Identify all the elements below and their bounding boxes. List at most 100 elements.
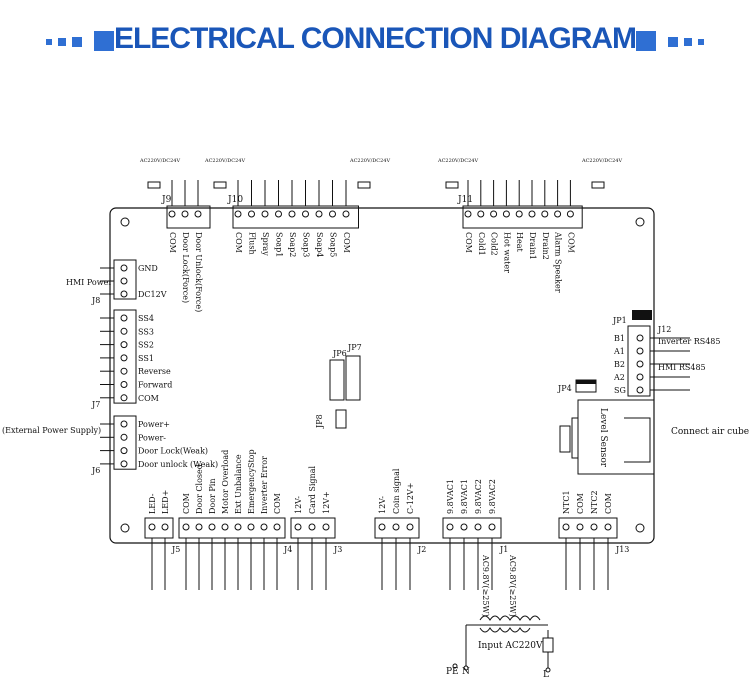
j8-side-label: HMI Power [66,278,112,287]
pin-label: NTC2 [590,490,599,514]
mount-hole [635,523,645,533]
pin-label: COM [138,394,159,403]
pin-label: Soap5 [329,232,338,257]
pin-label: COM [604,493,613,514]
terminal [234,523,242,531]
pin-label: Heat [515,232,524,252]
j5-housing [144,517,174,539]
pin-label: Drain2 [541,232,550,260]
pin-label: Inverter Error [260,456,269,514]
ground-n-label: N [462,667,470,677]
decor-square [46,39,52,45]
j5-name: J5 [171,545,180,554]
supply-label: AC220V/DC24V [581,158,622,164]
pin-label: A2 [613,373,625,382]
j4-housing [178,517,286,539]
terminal [294,523,302,531]
pin-label: COM [234,232,243,253]
pin-label: Coin signal [392,468,401,514]
j2-name: J2 [417,545,426,554]
terminal [554,210,562,218]
pin-label: Cold1 [477,232,486,256]
terminal [120,381,128,388]
j4-name: J4 [283,545,292,554]
terminal [378,523,386,531]
j6-housing [113,415,137,470]
fuse-symbol [357,181,371,189]
supply-label: AC220V/DC24V [204,158,245,164]
terminal [562,523,570,531]
pin-label: 12V- [294,496,303,514]
terminal [148,523,156,531]
pin-label: Drain1 [528,232,537,260]
pin-label: DC12V [138,290,167,299]
pin-label: COM [576,493,585,514]
pin-label: Soap3 [302,232,311,257]
inverter-rs485-label: Inverter RS485 [658,337,720,346]
pin-label: COM [168,232,177,253]
decor-square [94,31,114,51]
decor-square [58,38,66,46]
pin-label: COM [273,493,282,514]
terminal [464,210,472,218]
j9-housing [166,205,211,229]
jumper-jp6 [329,359,345,401]
terminal [636,334,644,342]
jumper-jp7 [345,355,361,401]
terminal [636,386,644,394]
terminal [488,523,496,531]
j6-side-label: (External Power Supply) [2,426,101,435]
terminal [515,210,523,218]
terminal [275,210,282,218]
pin-label: Power- [138,433,166,442]
pin-label: GND [138,264,158,273]
terminal [260,523,268,531]
pin-label: COM [464,232,473,253]
pin-label: 9.8VAC1 [446,479,455,514]
jumper-label: JP1 [612,316,627,325]
terminal [490,210,498,218]
decor-square [72,37,82,47]
pin-label: Reverse [138,367,171,376]
header: ELECTRICAL CONNECTION DIAGRAM [0,0,750,80]
pin-label: Soap1 [275,232,284,257]
pin-label: B1 [614,334,625,343]
mount-hole [120,217,130,227]
terminal [194,210,202,218]
pin-label: Door Lock(Weak) [138,447,208,456]
pin-label: Door Closed [195,464,204,514]
terminal [120,277,128,285]
pin-label: 9.8VAC1 [460,479,469,514]
pin-label: COM [342,232,351,253]
supply-label: AC220V/DC24V [349,158,390,164]
fuse-symbol [445,181,459,189]
pin-label: Door Unlock(Force) [194,232,203,312]
j10-housing [232,205,359,229]
pin-label: 12V+ [322,491,331,514]
pin-label: NTC1 [562,490,571,514]
pin-label: Door unlock (Weak) [138,460,218,469]
level-sensor: Level Sensor [559,399,655,475]
decor-square [684,38,692,46]
pin-label: 12V- [378,496,387,514]
fuse-symbol [213,181,227,189]
terminal [636,360,644,368]
terminal [566,210,574,218]
terminal [120,354,128,362]
air-cube-label: Connect air cube [671,427,749,437]
terminal [308,523,316,531]
pin-label: COM [182,493,191,514]
hmi-rs485-label: HMI RS485 [658,363,706,372]
pin-label: Card Signal [308,466,317,514]
terminal [502,210,510,218]
pin-label: Spray [261,232,270,256]
pin-label: LED- [148,493,157,514]
decor-square [636,31,656,51]
terminal [120,420,128,428]
